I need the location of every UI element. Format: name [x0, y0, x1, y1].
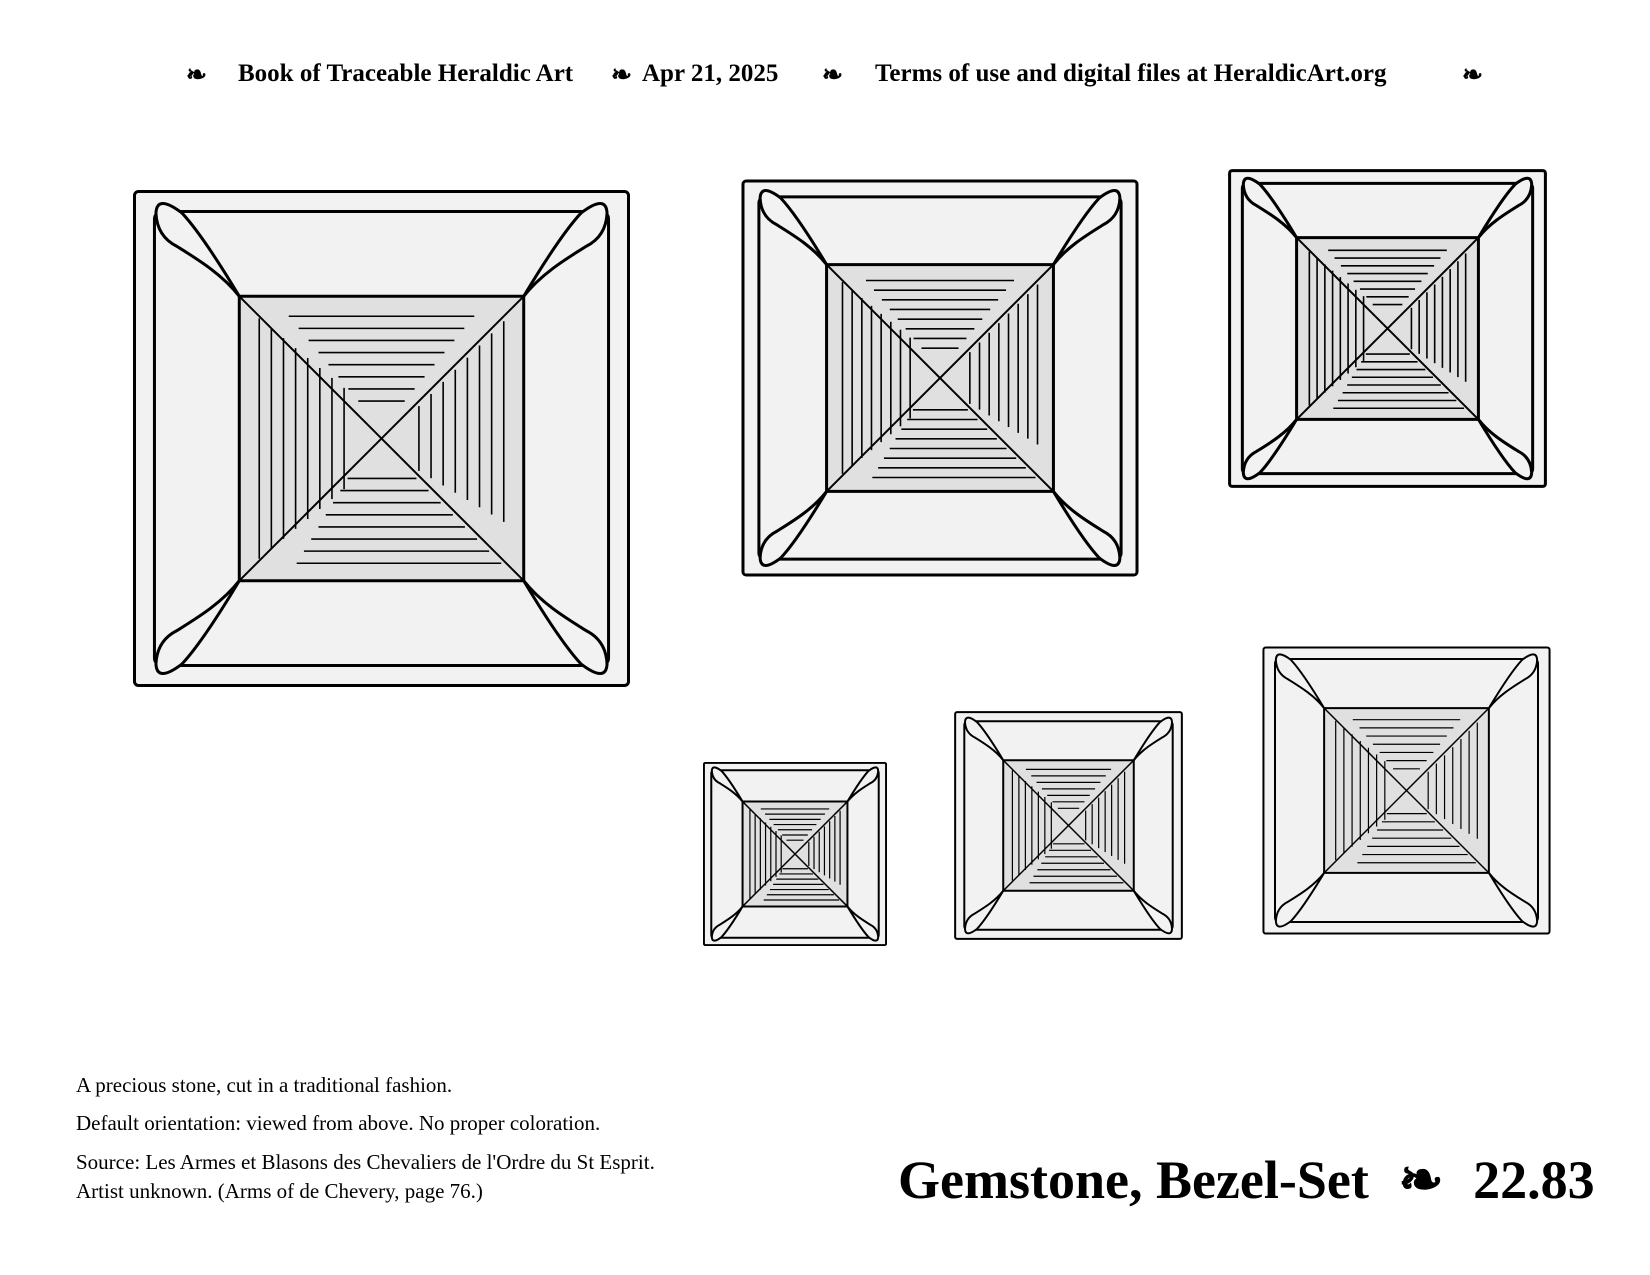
- ornament: ❧: [611, 62, 632, 89]
- book-title: Book of Traceable Heraldic Art: [238, 60, 574, 87]
- gemstone-drawing: [741, 179, 1139, 577]
- gem-illustration: [1228, 169, 1547, 488]
- ornament: ❧: [822, 62, 843, 89]
- gem-illustration: [1262, 646, 1551, 935]
- gem-illustration-large: [132, 189, 631, 688]
- figure-title: Gemstone, Bezel-Set ❧ 22.83: [898, 1148, 1595, 1211]
- gemstone-drawing: [1228, 169, 1547, 488]
- source-note: Source: Les Armes et Blasons des Chevali…: [76, 1150, 655, 1174]
- orientation-note: Default orientation: viewed from above. …: [76, 1111, 601, 1135]
- gemstone-drawing: [1262, 646, 1551, 935]
- description: A precious stone, cut in a traditional f…: [76, 1073, 453, 1097]
- ornament: ❧: [1462, 62, 1483, 89]
- gem-illustration: [954, 711, 1183, 940]
- gemstone-drawing: [954, 711, 1183, 940]
- figure-name: Gemstone, Bezel-Set: [898, 1150, 1369, 1210]
- figure-number: 22.83: [1473, 1150, 1595, 1210]
- date: Apr 21, 2025: [642, 60, 779, 87]
- gemstone-drawing: [132, 189, 631, 688]
- terms-link[interactable]: Terms of use and digital files at Herald…: [875, 60, 1387, 87]
- ornament: ❧: [186, 62, 207, 89]
- gem-illustration-small: [703, 762, 887, 946]
- ornament: ❧: [1398, 1150, 1444, 1210]
- artist-note: Artist unknown. (Arms of de Chevery, pag…: [76, 1179, 483, 1203]
- gem-illustration: [741, 179, 1139, 577]
- gemstone-drawing: [703, 762, 887, 946]
